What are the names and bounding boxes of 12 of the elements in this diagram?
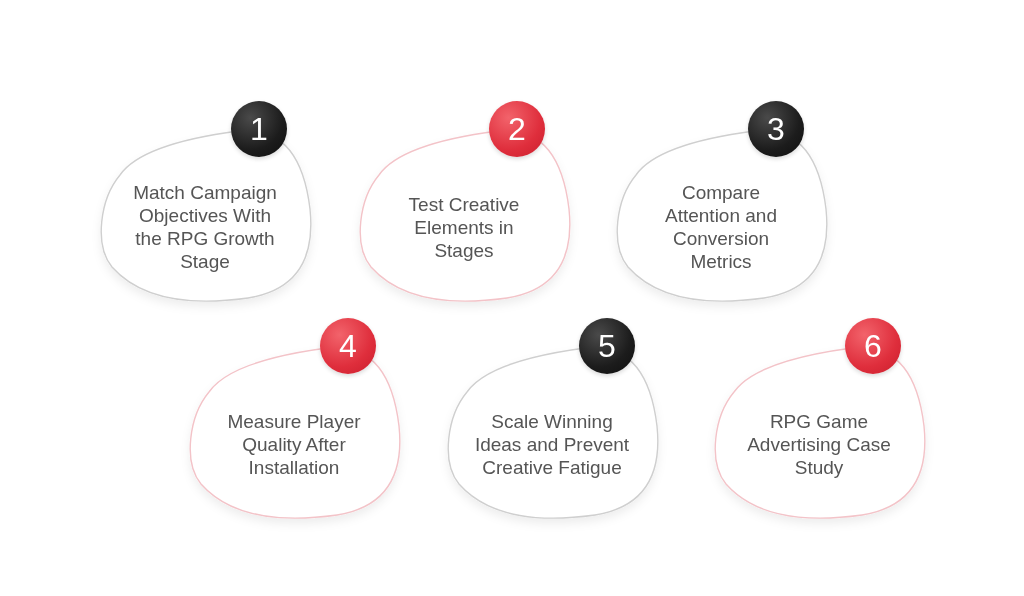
number-circle: 5 bbox=[579, 318, 635, 374]
number-circle: 1 bbox=[231, 101, 287, 157]
card-text: Test Creative Elements in Stages bbox=[407, 192, 521, 262]
card-text: Measure Player Quality After Installation bbox=[226, 409, 362, 479]
card-text: RPG Game Advertising Case Study bbox=[746, 409, 892, 479]
card-text: Scale Winning Ideas and Prevent Creative Fatigue bbox=[473, 409, 631, 479]
card-text: Compare Attention and Conversion Metrics bbox=[664, 181, 778, 274]
number-circle: 4 bbox=[320, 318, 376, 374]
card-text: Match Campaign Objectives With the RPG Growth Stage bbox=[132, 181, 278, 274]
number-circle: 2 bbox=[489, 101, 545, 157]
number-circle: 6 bbox=[845, 318, 901, 374]
number-circle: 3 bbox=[748, 101, 804, 157]
